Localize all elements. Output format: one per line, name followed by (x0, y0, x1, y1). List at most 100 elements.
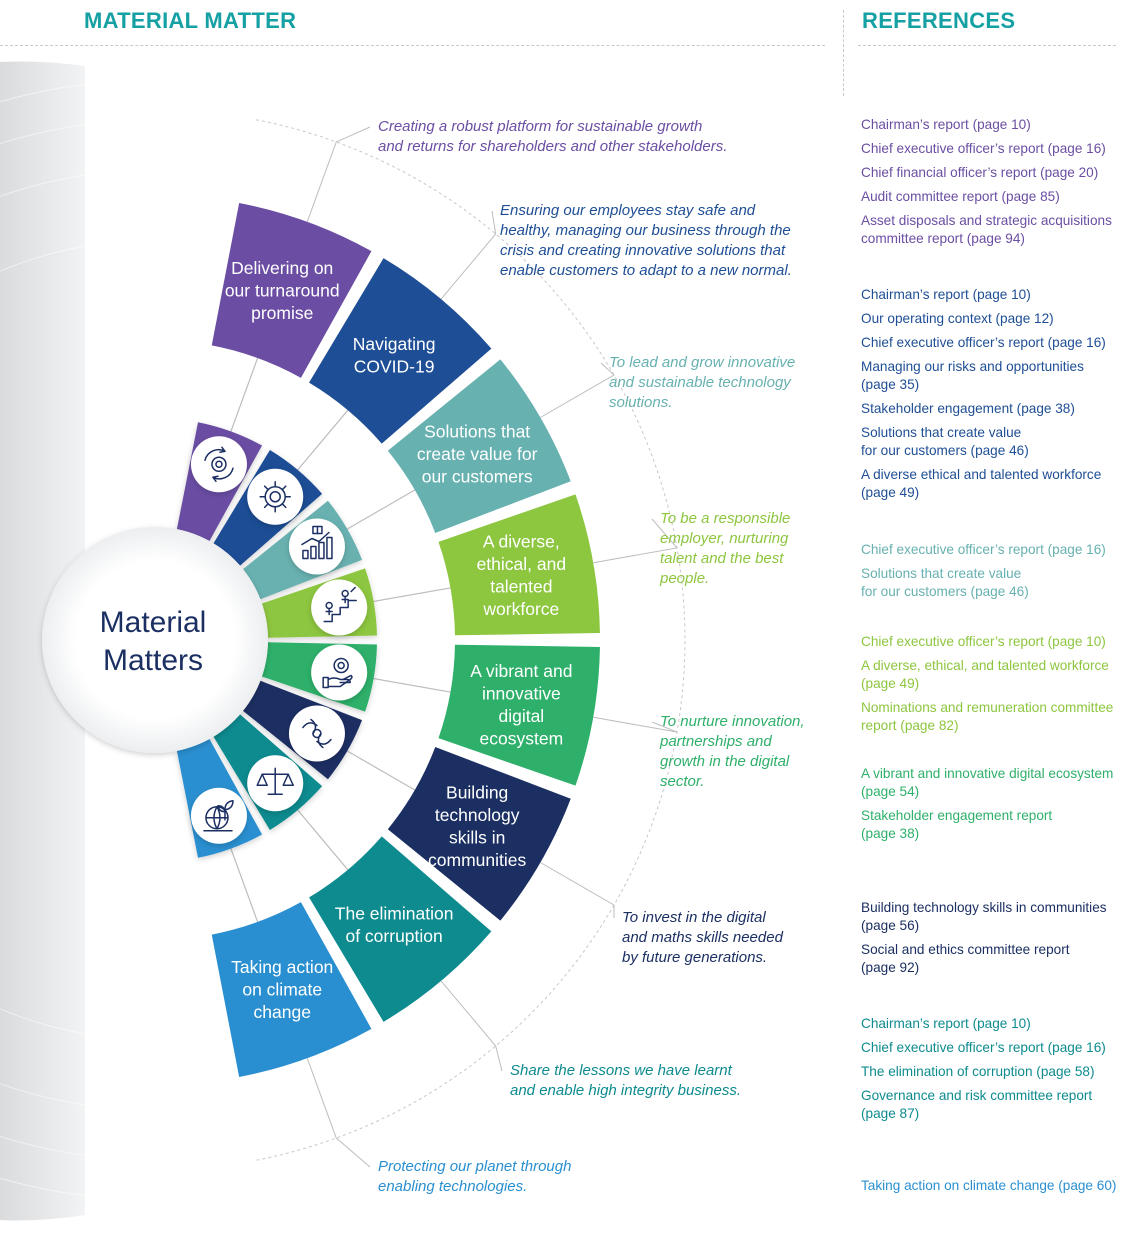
matter-description-line: growth in the digital (660, 753, 790, 770)
ring-connector (229, 357, 259, 434)
reference-link[interactable]: Social and ethics committee report(page … (861, 941, 1133, 977)
matter-description-line: partnerships and (660, 733, 772, 750)
reference-link[interactable]: Our operating context (page 12) (861, 310, 1133, 328)
reference-link[interactable]: Building technology skills in communitie… (861, 899, 1133, 935)
growth-chart-icon (288, 518, 345, 575)
description-leader-line (593, 518, 678, 564)
description-leader-line (540, 362, 615, 418)
reference-link[interactable]: Chairman’s report (page 10) (861, 1015, 1133, 1033)
matter-label-line: talented (490, 577, 552, 597)
reference-line: (page 35) (861, 377, 920, 392)
reference-link[interactable]: Chief executive officer’s report (page 1… (861, 334, 1133, 352)
matter-description-line: To lead and grow innovative (609, 354, 796, 371)
reference-line: (page 54) (861, 784, 920, 799)
matter-segment-shape (211, 203, 372, 378)
reference-link[interactable]: Stakeholder engagement (page 38) (861, 400, 1133, 418)
reference-line: report (page 82) (861, 718, 959, 733)
matter-label-line: skills in (449, 827, 505, 847)
hands-together-icon (288, 705, 345, 762)
reference-line: Managing our risks and opportunities (861, 359, 1084, 374)
matter-description-line: and enable high integrity business. (510, 1082, 741, 1099)
reference-link[interactable]: Chief executive officer’s report (page 1… (861, 1039, 1133, 1057)
hand-innovation-icon (311, 644, 368, 701)
reference-link[interactable]: Chief executive officer’s report (page 1… (861, 541, 1133, 559)
matter-description-line: people. (660, 570, 710, 587)
reference-link[interactable]: Chairman’s report (page 10) (861, 116, 1133, 134)
matter-segment-shape (387, 747, 571, 921)
reference-line: Asset disposals and strategic acquisitio… (861, 213, 1112, 228)
description-leader-line (440, 980, 503, 1072)
reference-line: (page 49) (861, 485, 920, 500)
matter-description-line: crisis and creating innovative solutions… (500, 242, 786, 259)
ring-connector (371, 677, 451, 693)
reference-link[interactable]: Audit committee report (page 85) (861, 188, 1133, 206)
reference-link[interactable]: Taking action on climate change (page 60… (861, 1177, 1133, 1195)
reference-link[interactable]: Managing our risks and opportunities (pag… (861, 358, 1133, 394)
matter-label-line: Delivering on (231, 258, 333, 278)
icon-badge (311, 579, 368, 636)
reference-link[interactable]: Governance and risk committee report(pag… (861, 1087, 1133, 1123)
matter-description-line: Share the lessons we have learnt (510, 1062, 732, 1079)
reference-line: Social and ethics committee report (861, 942, 1070, 957)
reference-line: Chairman’s report (page 10) (861, 1016, 1031, 1031)
matter-label-line: ethical, and (477, 554, 567, 574)
reference-link[interactable]: A diverse ethical and talented workforce… (861, 466, 1133, 502)
material-matter-heading: MATERIAL MATTER (84, 8, 297, 33)
background-ring (0, 239, 556, 1041)
matter-description-line: talent and the best (660, 550, 784, 567)
reference-link[interactable]: Chief financial officer’s report (page 2… (861, 164, 1133, 182)
reference-group: Chief executive officer’s report (page 1… (861, 541, 1133, 607)
matter-description-line: Protecting our planet through (378, 1158, 572, 1175)
icon-badge (288, 705, 345, 762)
reference-line: Chief executive officer’s report (page 1… (861, 1040, 1106, 1055)
icon-badge (190, 787, 247, 844)
reference-link[interactable]: Chief executive officer’s report (page 1… (861, 140, 1133, 158)
reference-line: Chairman’s report (page 10) (861, 117, 1031, 132)
matter-segment-shape (387, 359, 571, 533)
matter-label-line: Navigating (353, 334, 436, 354)
ring-connector (345, 489, 416, 531)
reference-link[interactable]: Chief executive officer’s report (page 1… (861, 633, 1133, 651)
matter-label-line: create value for (417, 444, 538, 464)
reference-link[interactable]: The elimination of corruption (page 58) (861, 1063, 1133, 1081)
icon-badge (190, 436, 247, 493)
matter-label-line: of corruption (345, 926, 442, 946)
ring-connector (295, 409, 349, 472)
matter-description-line: To invest in the digital (622, 909, 766, 926)
matter-label-line: COVID-19 (354, 356, 435, 376)
matter-label-line: promise (251, 303, 313, 323)
reference-link[interactable]: A diverse, ethical, and talented workfor… (861, 657, 1133, 693)
reference-line: Chief financial officer’s report (page 2… (861, 165, 1099, 180)
reference-line: (page 49) (861, 676, 920, 691)
outer-dashed-arc (256, 119, 686, 1161)
reference-line: The elimination of corruption (page 58) (861, 1064, 1095, 1079)
matter-label-line: A vibrant and (470, 661, 572, 681)
matter-label-line: ecosystem (480, 728, 564, 748)
reference-line: Our operating context (page 12) (861, 311, 1054, 326)
reference-link[interactable]: Asset disposals and strategic acquisitio… (861, 212, 1133, 248)
column-divider (843, 10, 844, 96)
reference-link[interactable]: A vibrant and innovative digital ecosyst… (861, 765, 1133, 801)
reference-link[interactable]: Stakeholder engagement report(page 38) (861, 807, 1133, 843)
matter-description-line: employer, nurturing (660, 530, 789, 547)
reference-link[interactable]: Chairman’s report (page 10) (861, 286, 1133, 304)
